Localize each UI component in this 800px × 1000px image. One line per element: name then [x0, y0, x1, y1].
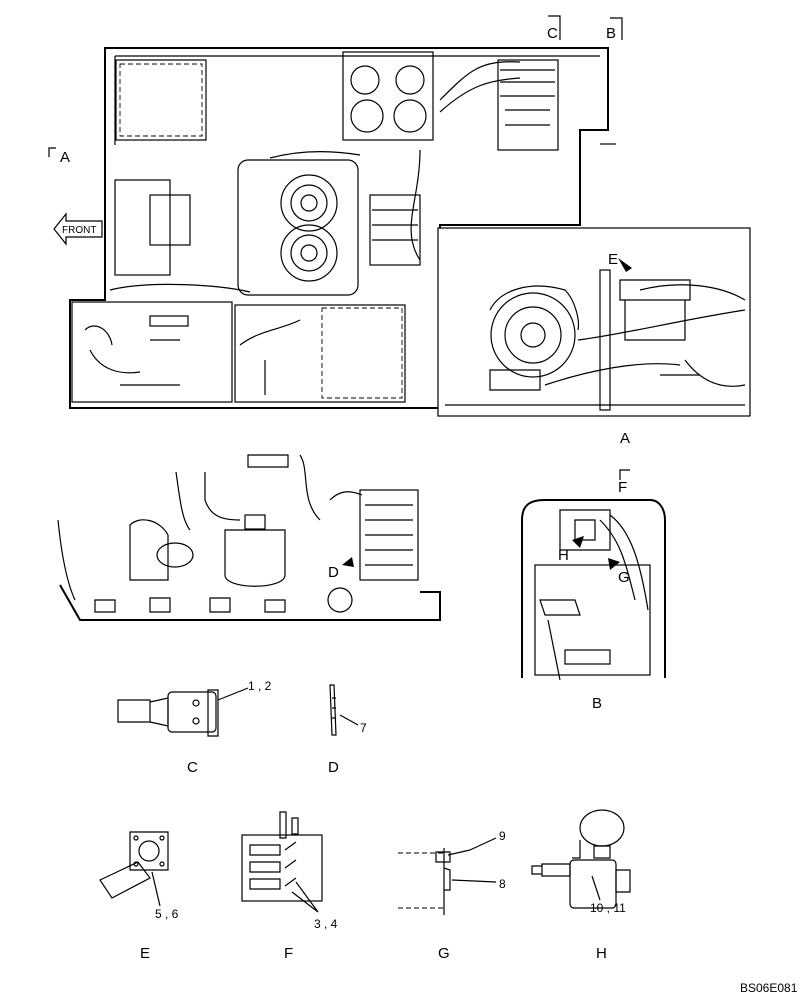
view-d-detail: [329, 684, 359, 736]
view-title-d: D: [328, 759, 339, 776]
front-label: FRONT: [62, 225, 96, 236]
front-direction-arrow: FRONT: [53, 212, 103, 246]
callout-8: 8: [499, 877, 506, 891]
main-top-view: [69, 47, 609, 409]
detail-pointer-d: D: [328, 564, 339, 581]
callout-9: 9: [499, 829, 506, 843]
callout-3-4: 3 , 4: [314, 917, 338, 931]
view-title-c: C: [187, 759, 198, 776]
callout-7: 7: [360, 721, 367, 735]
view-title-f: F: [284, 945, 293, 962]
view-title-g: G: [438, 945, 450, 962]
view-title-b: B: [592, 695, 602, 712]
view-h-detail: [531, 809, 631, 909]
section-marker-a: A: [48, 147, 70, 166]
callout-1-2: 1 , 2: [248, 679, 272, 693]
callout-5-6: 5 , 6: [155, 907, 179, 921]
detail-pointer-g: G: [618, 569, 630, 586]
view-title-a: A: [620, 430, 630, 447]
callout-10-11: 10 , 11: [590, 901, 626, 915]
view-e-detail: [99, 831, 169, 907]
section-marker-c: C: [547, 15, 561, 42]
side-view-section: D: [57, 454, 441, 621]
view-a-detail: E: [437, 227, 751, 417]
detail-pointer-e: E: [608, 251, 618, 268]
view-title-h: H: [596, 945, 607, 962]
svg-text:C: C: [547, 25, 558, 42]
view-b-detail: F H G: [521, 469, 666, 681]
view-f-detail: [241, 811, 323, 913]
svg-text:A: A: [60, 149, 70, 166]
view-title-e: E: [140, 945, 150, 962]
view-c-detail: [117, 687, 249, 737]
svg-text:B: B: [606, 25, 616, 42]
reference-code: BS06E081: [740, 981, 798, 995]
detail-pointer-h: H: [558, 547, 569, 564]
section-marker-b: B: [606, 17, 623, 42]
section-marker-f: F: [618, 479, 627, 496]
view-g-detail: [398, 837, 497, 915]
